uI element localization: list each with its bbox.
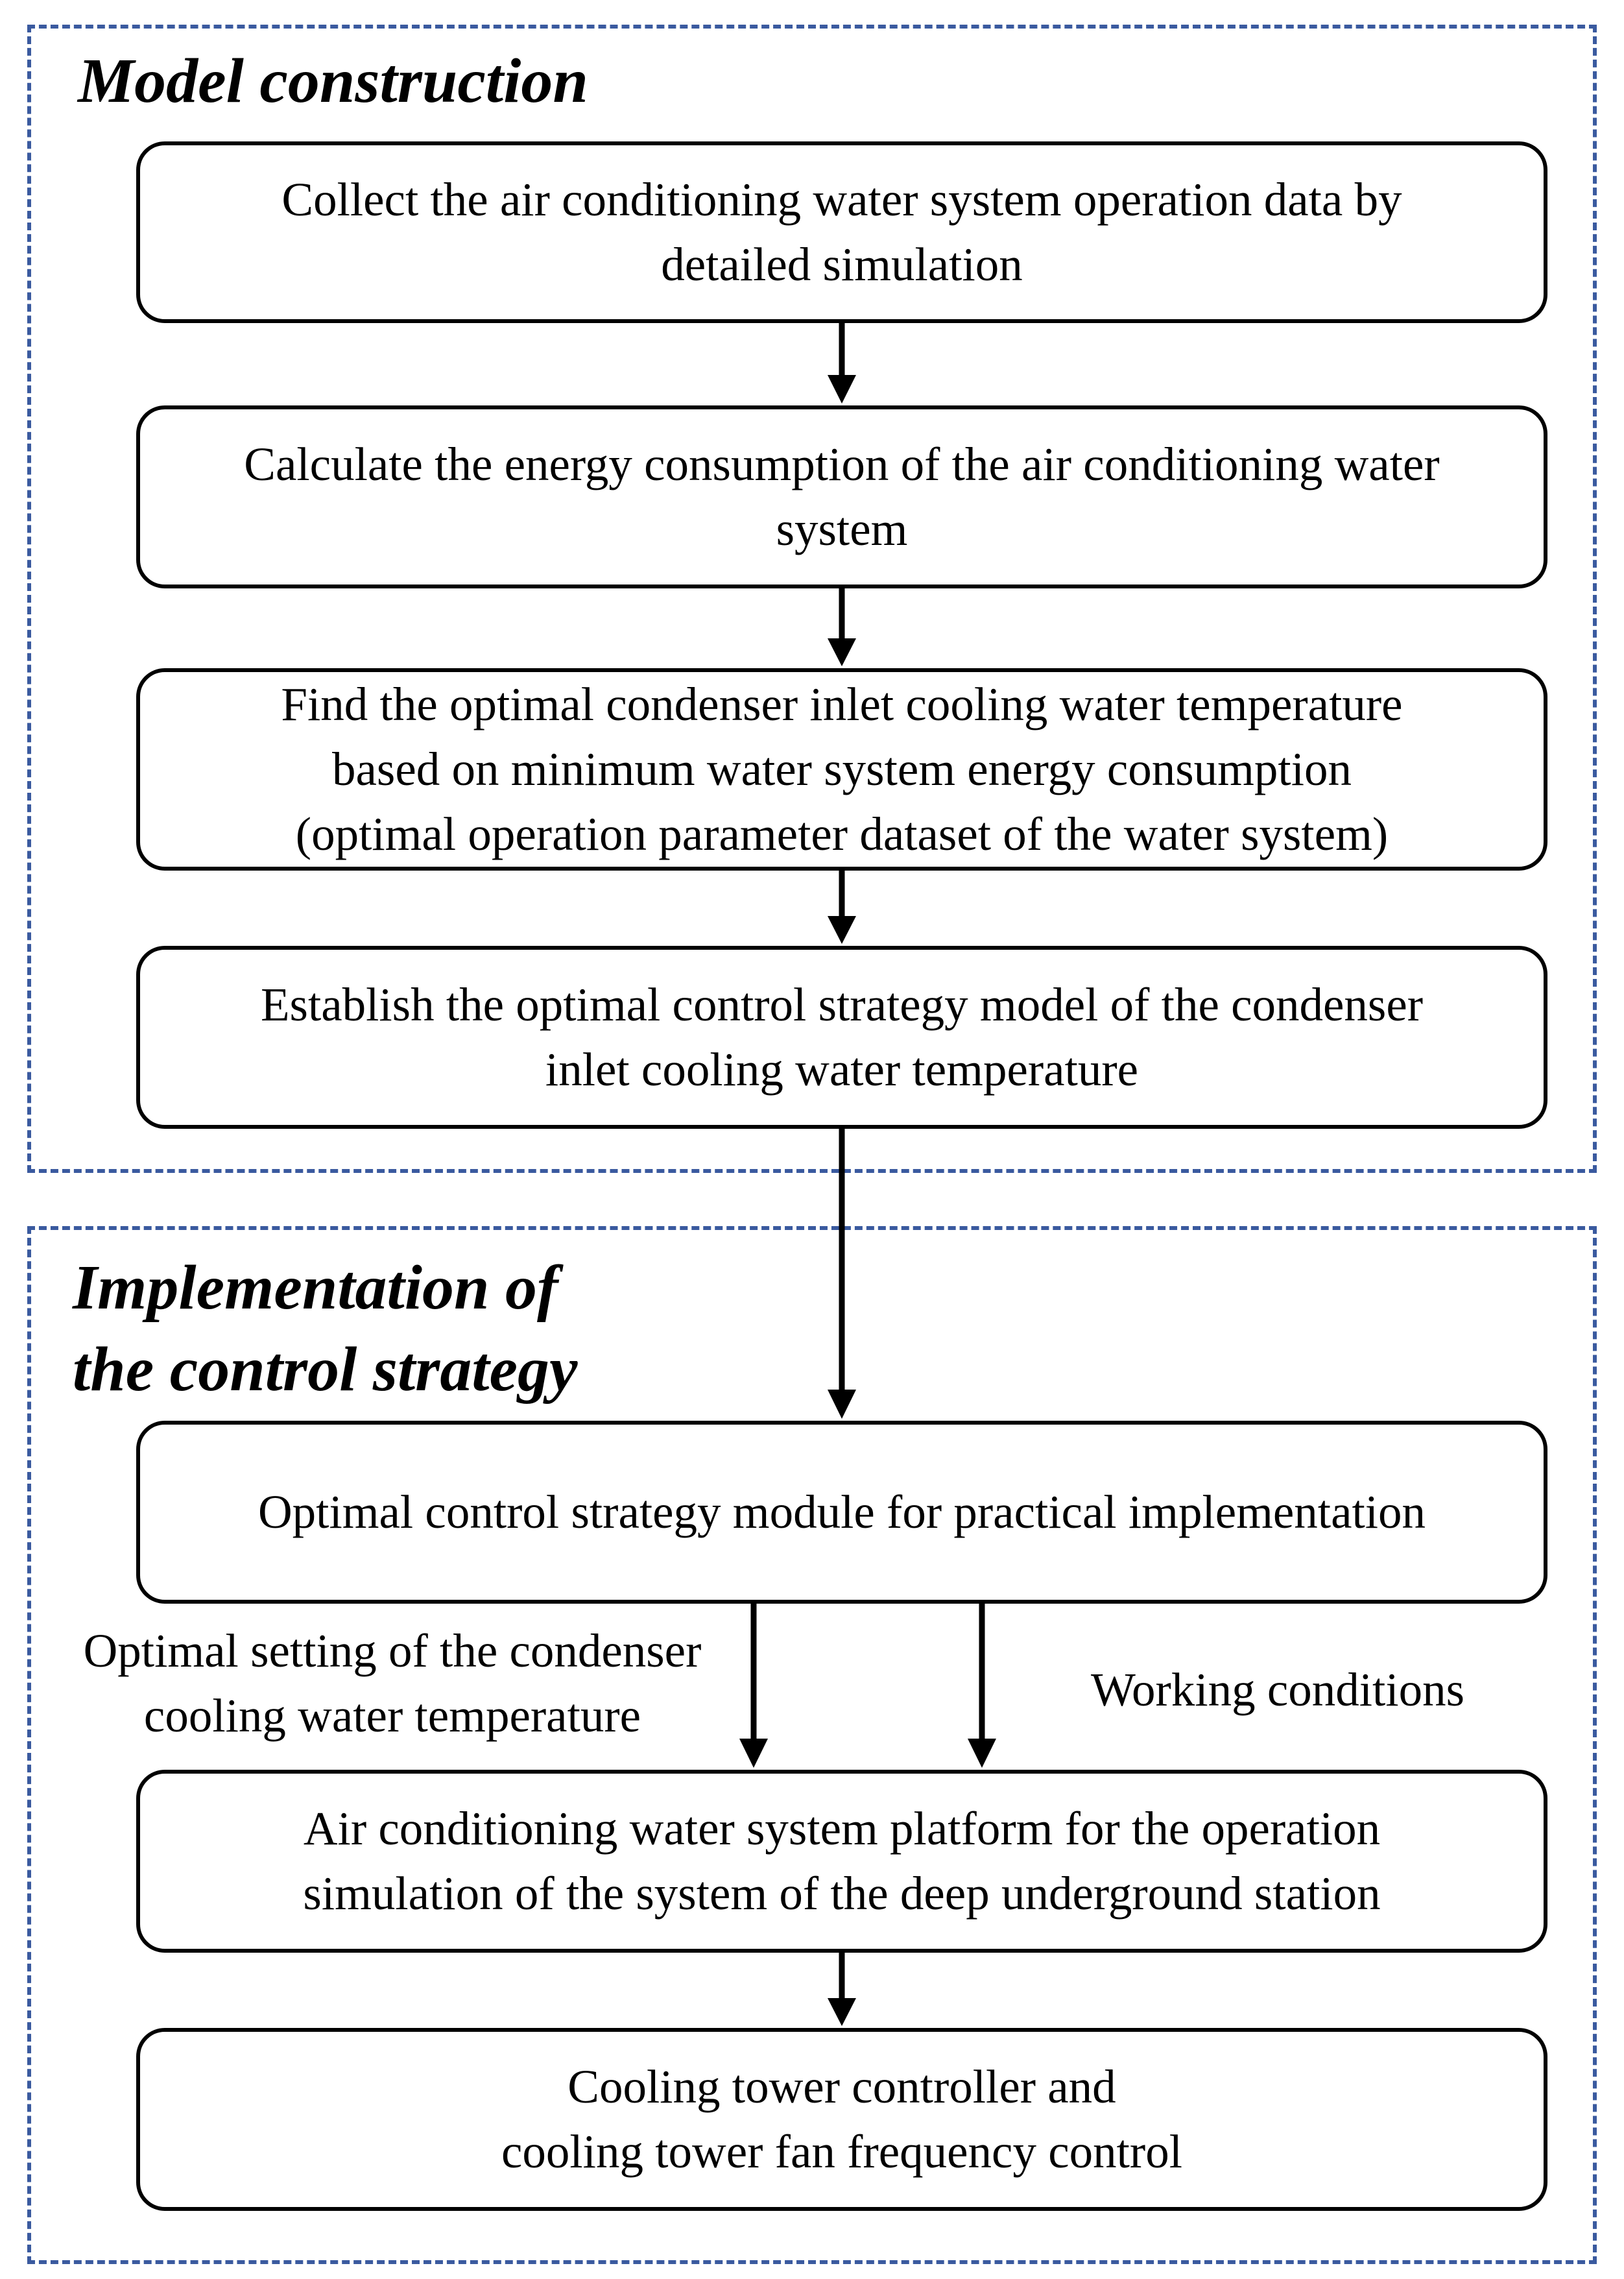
cooling-tower-step: Cooling tower controller and cooling tow… [136,2028,1547,2211]
arrow-collect-to-calculate [828,323,856,404]
arrow-working-conditions [968,1604,996,1768]
calculate-energy-step: Calculate the energy consumption of the … [136,405,1547,588]
establish-model-text: Establish the optimal control strategy m… [260,978,1424,1096]
arrow-find-to-establish [828,871,856,944]
establish-model-step: Establish the optimal control strategy m… [136,946,1547,1129]
implementation-frame [27,1226,1597,2264]
optimal-setting-label: Optimal setting of the condenser cooling… [83,1624,702,1742]
collect-data-step: Collect the air conditioning water syste… [136,141,1547,323]
arrow-optimal-setting [739,1604,768,1768]
find-optimal-step: Find the optimal condenser inlet cooling… [136,668,1547,871]
arrow-establish-to-module [828,1129,856,1419]
implementation-title-line1: Implementation of [73,1253,558,1323]
model-construction-frame [27,25,1597,1173]
model-construction-title: Model construction [78,46,588,116]
calculate-energy-text: Calculate the energy consumption of the … [244,438,1440,555]
find-optimal-text: Find the optimal condenser inlet cooling… [281,678,1403,860]
control-module-text: Optimal control strategy module for prac… [257,1486,1426,1538]
arrow-platform-to-cooling-tower [828,1953,856,2026]
collect-data-text: Collect the air conditioning water syste… [281,173,1402,291]
platform-step: Air conditioning water system platform f… [136,1770,1547,1953]
arrow-calculate-to-find [828,588,856,666]
working-conditions-label: Working conditions [1090,1663,1465,1716]
implementation-title-line2: the control strategy [73,1334,578,1405]
platform-text: Air conditioning water system platform f… [303,1802,1381,1920]
control-module-step: Optimal control strategy module for prac… [136,1421,1547,1604]
cooling-tower-text: Cooling tower controller and cooling tow… [501,2060,1182,2178]
